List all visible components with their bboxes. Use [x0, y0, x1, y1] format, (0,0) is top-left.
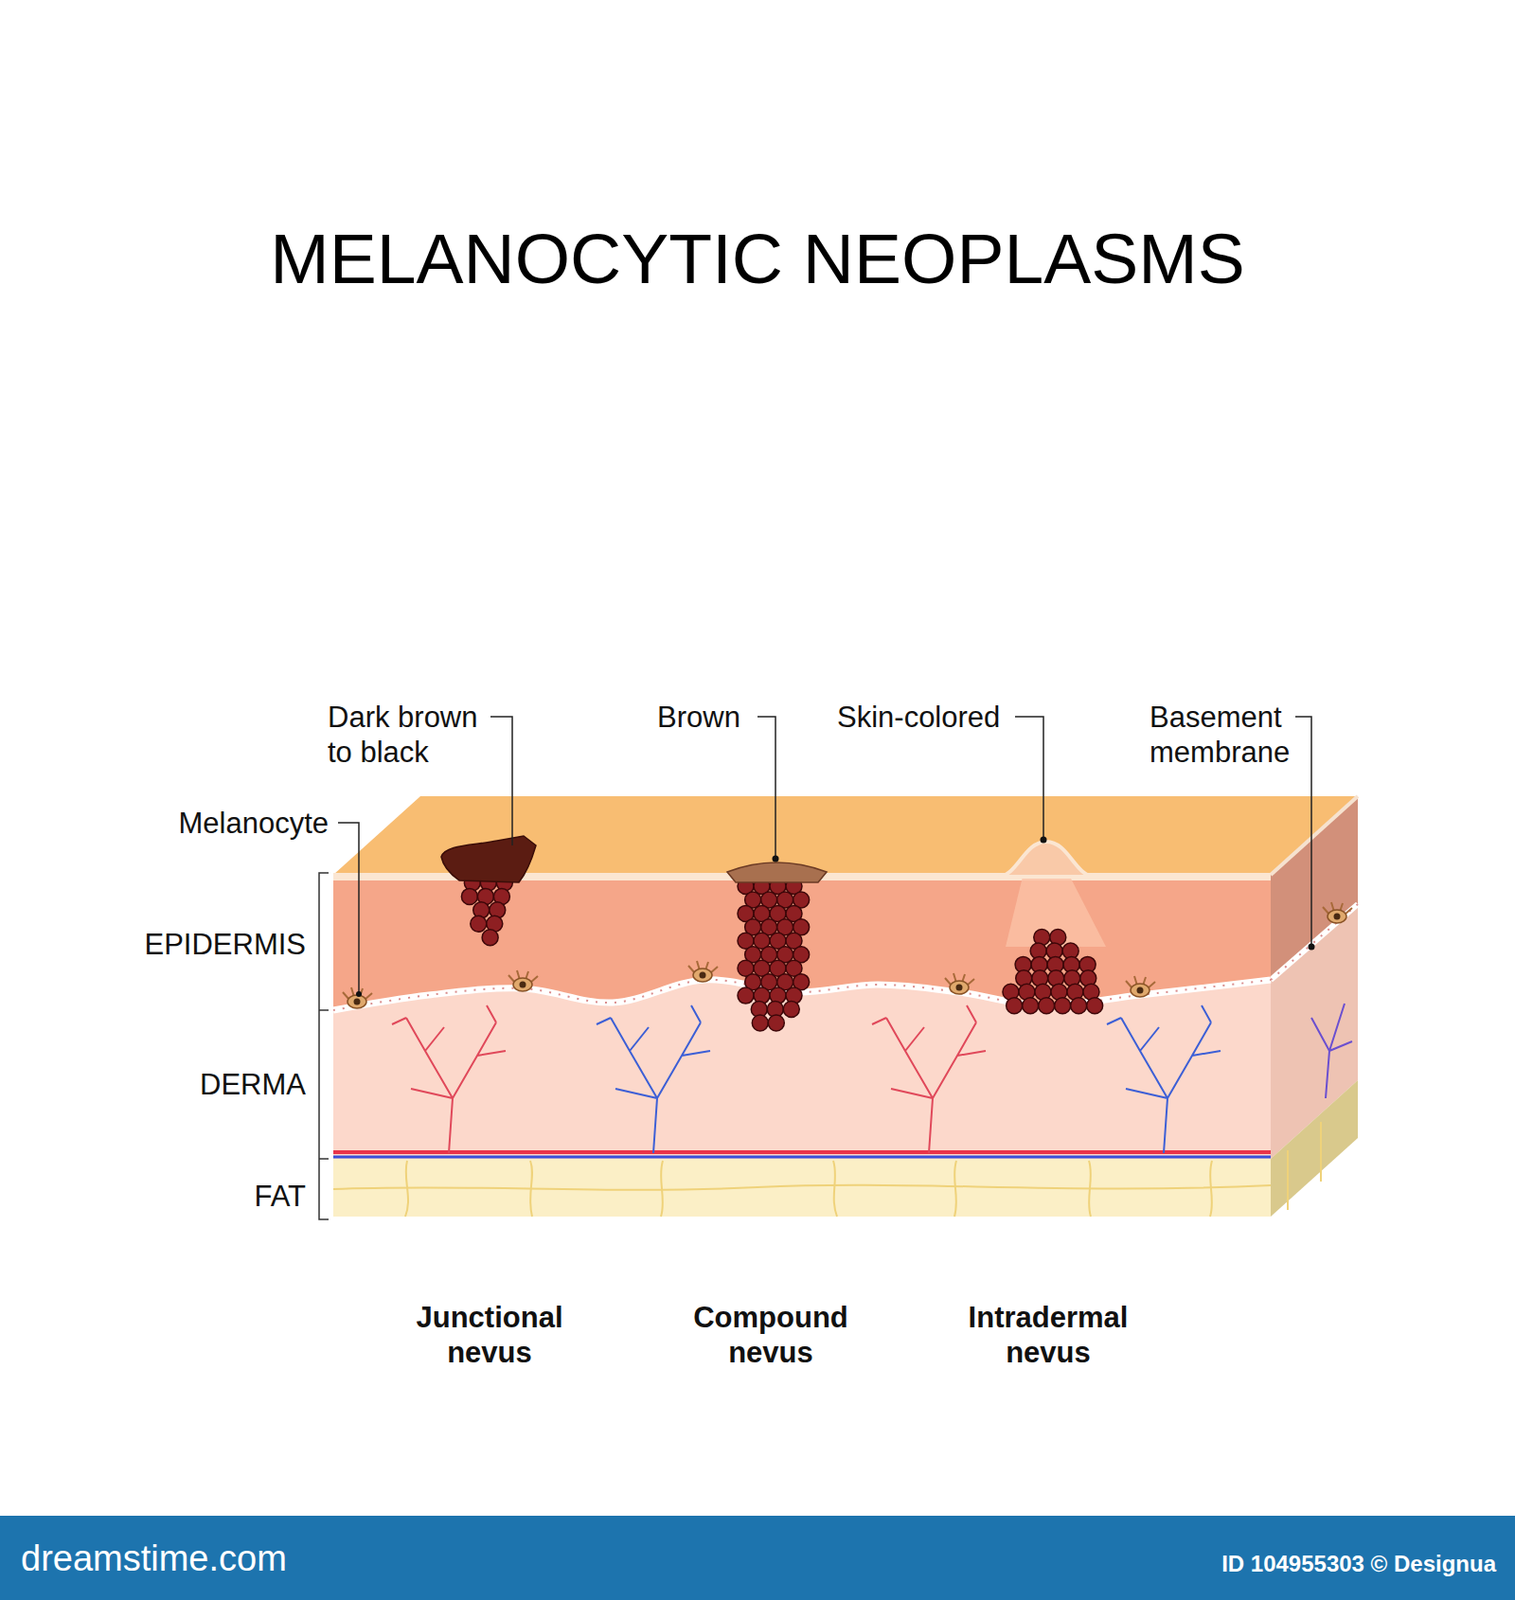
melanocyte-cell [1322, 902, 1353, 924]
callout-label: Basement membrane [1149, 699, 1302, 770]
basement-membrane-side [1270, 904, 1358, 981]
junctional-pigment [441, 836, 536, 883]
basement-membrane-dots [1270, 904, 1358, 981]
layer-bracket [319, 873, 329, 1220]
layer-label: FAT [94, 1178, 306, 1214]
nevus-type: Intradermal nevus [958, 1300, 1139, 1371]
nevus-type: Compound nevus [680, 1300, 861, 1371]
layer-label: DERMA [94, 1067, 306, 1103]
nevus-cell [1022, 998, 1039, 1015]
nevus-cell [767, 1015, 785, 1032]
nevus-cell [783, 1001, 800, 1018]
vessel-tree [1106, 1005, 1221, 1154]
diagram-title: MELANOCYTIC NEOPLASMS [0, 219, 1515, 299]
fat-cells [333, 1122, 1321, 1217]
nevus-cell [751, 1015, 768, 1032]
melanocyte-cell [688, 961, 718, 982]
nevus-type: Junctional nevus [399, 1300, 580, 1371]
footer-bar [0, 1515, 1515, 1600]
vessel-tree [872, 1005, 986, 1154]
nevus-cell [481, 929, 499, 946]
melanocyte-cell [342, 987, 373, 1009]
callout-label: Skin-colored [837, 699, 1027, 735]
nevus-cell [1070, 998, 1088, 1015]
melanocyte-cell [944, 973, 975, 995]
intradermal-cone [1005, 876, 1106, 947]
melanocyte-cell [1125, 976, 1156, 998]
fat-layer [333, 1158, 1271, 1217]
nevus-cell [737, 987, 754, 1004]
callout-label: Brown [657, 699, 771, 735]
skin-block [333, 796, 1358, 1217]
nevus-cell [1054, 998, 1071, 1015]
credit-line: ID 104955303 © Designua [1022, 1550, 1497, 1579]
nevus-cell [470, 915, 487, 932]
layer-label: EPIDERMIS [94, 926, 306, 963]
skin-bump [998, 841, 1094, 877]
vessel-tree [1311, 1003, 1353, 1099]
nevus-cell [1087, 998, 1104, 1015]
fat-side [1270, 1080, 1358, 1217]
nevus-cell [461, 888, 478, 905]
blood-vessels [392, 1003, 1353, 1154]
melanocytes [342, 902, 1353, 1009]
nevus-cell [1038, 998, 1055, 1015]
artery [333, 1150, 1271, 1155]
compound-cap [727, 862, 827, 883]
vessel-tree [392, 1005, 506, 1154]
melanocyte-cell [508, 970, 538, 992]
watermark: dreamstime.com [20, 1537, 400, 1582]
vessel-tree [596, 1005, 711, 1154]
stratum-corneum-side [1270, 796, 1358, 875]
leader-dots [356, 837, 1316, 999]
dermis-layer [333, 980, 1271, 1161]
nevus-cell [1006, 998, 1023, 1015]
callout-label: Dark brown to black [327, 699, 494, 770]
nevus-cells [452, 861, 1104, 1033]
vein [333, 1156, 1271, 1159]
callout-label: Melanocyte [139, 805, 329, 841]
